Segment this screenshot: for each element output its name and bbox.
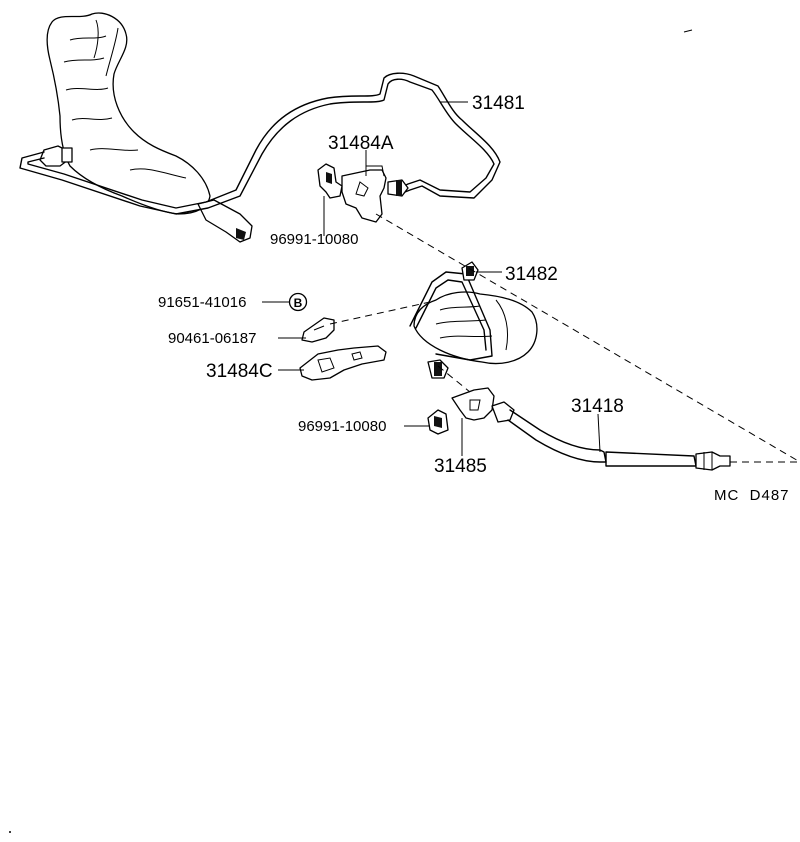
label-31485: 31485 — [434, 456, 487, 477]
release-cylinder-31482 — [409, 261, 538, 379]
clip-90461 — [301, 317, 335, 343]
diagram-code: MC D487 — [714, 487, 790, 504]
label-31484A: 31484A — [328, 133, 394, 154]
label-31418: 31418 — [571, 396, 624, 417]
flexible-hose-31418 — [491, 401, 731, 471]
clip-96991-top — [317, 163, 343, 199]
label-96991-10080-bottom: 96991-10080 — [298, 418, 386, 435]
clip-96991-bottom — [427, 409, 449, 435]
print-specks — [9, 29, 693, 833]
label-31482: 31482 — [505, 264, 558, 285]
circled-b-badge: B — [288, 292, 308, 312]
master-cylinder-reservoir — [39, 12, 253, 243]
label-31481: 31481 — [472, 93, 525, 114]
label-91651-41016: 91651-41016 — [158, 294, 246, 311]
clutch-tube-31481 — [19, 72, 501, 215]
label-31484C: 31484C — [206, 361, 273, 382]
bracket-31485 — [451, 387, 495, 421]
alignment-lines — [329, 213, 800, 463]
label-90461-06187: 90461-06187 — [168, 330, 256, 347]
leader-lines — [262, 101, 601, 456]
bracket-31484A — [341, 165, 387, 223]
badge-b-letter: B — [294, 296, 303, 310]
bracket-31484C — [299, 345, 387, 381]
label-96991-10080-top: 96991-10080 — [270, 231, 358, 248]
